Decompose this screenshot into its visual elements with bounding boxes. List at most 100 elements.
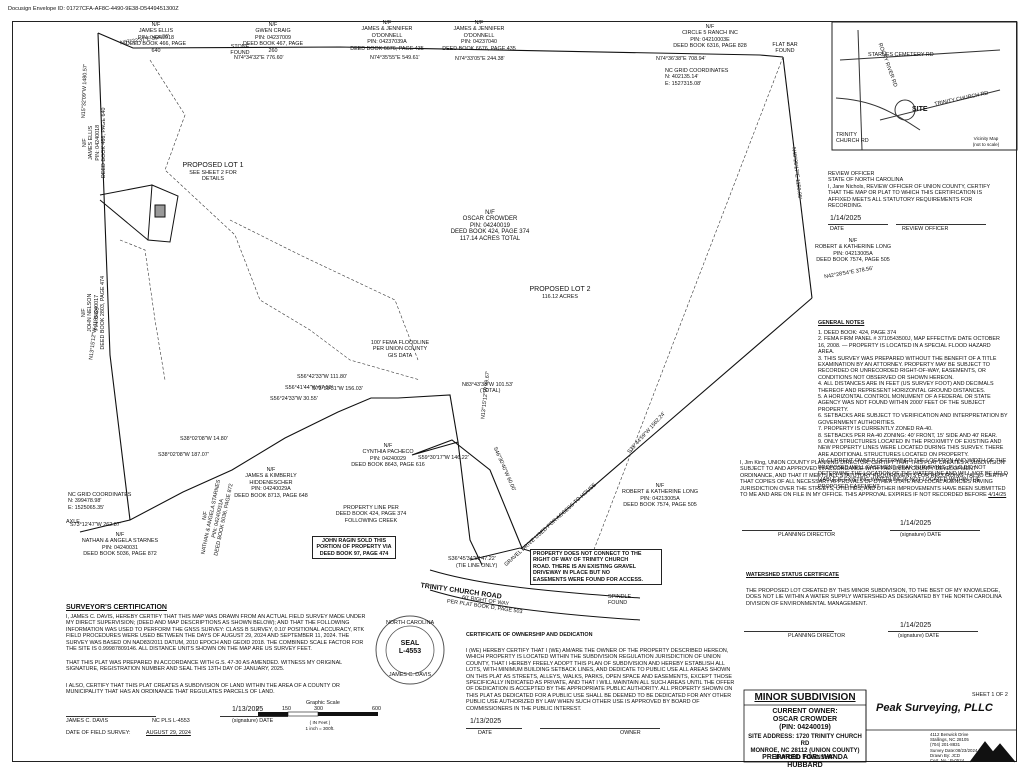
scale-caption: ( IN Feet ) 1 inch = 300ft. bbox=[305, 720, 335, 732]
vicinity-caption: Vicinity Map (not to scale) bbox=[972, 136, 1000, 148]
floodline bbox=[229, 219, 419, 361]
trinity-road-edge-1 bbox=[429, 569, 641, 599]
bearing-3: N74°35'55"E 549.61' bbox=[370, 55, 420, 61]
lot1-outline bbox=[147, 184, 179, 243]
boundary-north bbox=[97, 32, 784, 58]
ownership-title: CERTIFICATE OF OWNERSHIP AND DEDICATION bbox=[466, 632, 593, 638]
watershed-title: WATERSHED STATUS CERTIFICATE bbox=[746, 572, 840, 578]
vicinity-road-1: STARNES CEMETERY RD bbox=[868, 52, 934, 58]
proposed-lot1-label: PROPOSED LOT 1 bbox=[182, 162, 244, 169]
title-block-title: MINOR SUBDIVISION bbox=[754, 692, 856, 703]
general-note: 9. ONLY STRUCTURES LOCATED IN THE PROXIM… bbox=[818, 438, 1004, 458]
survey-date: Survey Date:08/23/2024 bbox=[930, 748, 978, 753]
bearing-2: N74°34'32"E 776.60' bbox=[234, 55, 284, 61]
stone-found-label: STONE FOUND bbox=[230, 44, 250, 57]
scale-tick-0: 0 bbox=[256, 706, 259, 712]
nc-grid-bottom: NC GRID COORDINATES N: 399478.98' E: 152… bbox=[68, 492, 132, 511]
general-note: 7. PROPERTY IS CURRENTLY ZONED RA-40. bbox=[818, 426, 933, 433]
review-officer-title: REVIEW OFFICER STATE OF NORTH CAROLINA bbox=[828, 171, 904, 184]
general-note: 2. FEMA FIRM PANEL # 3710543500J, MAP EF… bbox=[818, 336, 1000, 356]
adjoiner-long-top: N/F ROBERT & KATHERINE LONG PIN: 0421300… bbox=[814, 238, 892, 264]
ragin-note: JOHN RAGIN SOLD THIS PORTION OF PROPERTY… bbox=[312, 536, 396, 560]
bearing-14: S56°24'33"W 30.55' bbox=[270, 396, 318, 402]
surveyor-p2: THAT THIS PLAT WAS PREPARED IN ACCORDANC… bbox=[66, 660, 342, 673]
watershed-date: 1/14/2025 bbox=[900, 622, 932, 629]
general-note: 8. SETBACKS PER RA-40 ZONING: 40' FRONT,… bbox=[818, 432, 998, 439]
bearing-23: (TOTAL) bbox=[480, 388, 501, 394]
peak-logo-icon bbox=[969, 741, 1016, 763]
adjoiner-odonnell-2: N/F JAMES & JENNIFER O'DONNELL PIN: 0423… bbox=[442, 20, 516, 52]
title-prepared: PREPARED FOR: WANDA HUBBARD bbox=[762, 754, 848, 769]
title-owner: OSCAR CROWDER bbox=[772, 716, 838, 723]
title-address: SITE ADDRESS: 1720 TRINITY CHURCH RD MON… bbox=[748, 734, 862, 761]
planning-date-label: (signature) DATE bbox=[900, 532, 942, 538]
boundary-southeast bbox=[521, 297, 813, 549]
bearing-24: (TIE LINE ONLY) bbox=[456, 563, 498, 569]
planning-expiry: 4/14/25 bbox=[988, 492, 1007, 499]
review-officer-sign-label: REVIEW OFFICER bbox=[902, 226, 949, 232]
surveyor-license: NC PLS L-4553 bbox=[152, 718, 190, 724]
bearing-16: S38°02'08"W 187.07' bbox=[158, 452, 209, 458]
docusign-header: Docusign Envelope ID: 01727CFA-AF8C-4490… bbox=[8, 6, 179, 12]
lot2-acres-label: 116.12 ACRES bbox=[542, 294, 578, 300]
general-note: 1. DEED BOOK: 424, PAGE 374 bbox=[818, 330, 897, 336]
planning-body: I, Jim King, UNION COUNTY PLANNING DIREC… bbox=[740, 460, 1008, 499]
general-note: 6. SETBACKS ARE SUBJECT TO VERIFICATION … bbox=[818, 413, 1008, 426]
sheet-number: SHEET 1 OF 2 bbox=[972, 692, 1008, 698]
general-note: 10. CURRENT OWNER DETERMINED THE LOCATIO… bbox=[818, 458, 1008, 490]
watershed-date-label: (signature) DATE bbox=[898, 633, 940, 639]
bearing-13: S56°41'44"W 67.59' bbox=[285, 385, 333, 391]
adjoiner-odonnell-1: N/F JAMES & JENNIFER O'DONNELL PIN: 0423… bbox=[350, 20, 424, 52]
scale-tick-2: 300 bbox=[314, 706, 323, 712]
scale-tick-1: 150 bbox=[282, 706, 291, 712]
general-note: 3. THIS SURVEY WAS PREPARED WITHOUT THE … bbox=[818, 355, 997, 381]
title-owner-label: CURRENT OWNER: bbox=[772, 708, 838, 715]
review-officer-text: I, Jane Nichols, REVIEW OFFICER OF UNION… bbox=[828, 184, 991, 210]
review-officer-date-label: DATE bbox=[830, 226, 844, 232]
surveyor-name: JAMES C. DAVIS bbox=[66, 718, 109, 724]
adjoiner-long-bottom: N/F ROBERT & KATHERINE LONG PIN: 0421300… bbox=[621, 483, 699, 509]
adjoiner-craig: N/F GWEN CRAIG PIN: 04237009 DEED BOOK 4… bbox=[242, 22, 304, 54]
adjoiner-pacheco: N/F CYNTHIA PACHECO PIN: 04240029 DEED B… bbox=[351, 443, 425, 469]
general-note: 4. ALL DISTANCES ARE IN FEET (US SURVEY … bbox=[818, 381, 994, 394]
access-note: PROPERTY DOES NOT CONNECT TO THE RIGHT O… bbox=[530, 549, 662, 586]
vicinity-site: SITE bbox=[912, 106, 928, 113]
ownership-date-label: DATE bbox=[478, 730, 492, 736]
adjoiner-ellis-top: N/F JAMES ELLIS PIN: 04240018 DEED BOOK … bbox=[125, 22, 187, 54]
bearing-11: S73°59'31"W 156.03' bbox=[312, 386, 363, 392]
general-note: 5. A HORIZONTAL CONTROL MONUMENT OF A FE… bbox=[818, 394, 991, 413]
field-survey-date: AUGUST 29, 2024 bbox=[146, 730, 191, 736]
spindle-label: SPINDLE FOUND bbox=[608, 594, 632, 607]
surveyor-title: SURVEYOR'S CERTIFICATION bbox=[66, 604, 167, 611]
bearing-12: S56°42'33"W 111.80' bbox=[297, 374, 347, 380]
surveyor-date-label: (signature) DATE bbox=[232, 718, 274, 724]
company-name: Peak Surveying, PLLC bbox=[876, 702, 993, 714]
bearing-20: S59°30'17"W 146.22' bbox=[418, 455, 469, 461]
review-officer-date: 1/14/2025 bbox=[830, 215, 862, 222]
seal-bottom-text: JAMES C. DAVIS bbox=[388, 672, 432, 678]
scale-title: Graphic Scale bbox=[306, 700, 340, 706]
pacheco-lines bbox=[397, 394, 523, 549]
ownership-text: I (WE) HEREBY CERTIFY THAT I (WE) AM/ARE… bbox=[466, 648, 735, 712]
trinity-road-edge-2 bbox=[429, 589, 641, 621]
general-notes-title: GENERAL NOTES bbox=[818, 320, 865, 326]
surveyor-seal-outer bbox=[375, 615, 445, 685]
adjoiner-crowder: N/F OSCAR CROWDER PIN: 04240019 DEED BOO… bbox=[450, 210, 530, 242]
following-creek-label: PROPERTY LINE PER DEED BOOK 424, PAGE 37… bbox=[335, 505, 407, 524]
creek-line bbox=[149, 59, 421, 381]
field-survey-label: DATE OF FIELD SURVEY: bbox=[66, 730, 131, 736]
floodline-label: 100' FEMA FLOODLINE PER UNION COUNTY GIS… bbox=[370, 340, 430, 359]
seal-mid-text: SEAL L-4553 bbox=[398, 640, 422, 655]
axle-label: AXLE bbox=[66, 519, 80, 525]
vicinity-road-3: TRINITY CHURCH RD bbox=[836, 132, 869, 145]
scale-tick-3: 600 bbox=[372, 706, 381, 712]
planning-date: 1/14/2025 bbox=[900, 520, 932, 527]
boundary-south bbox=[79, 397, 398, 533]
watershed-sign-label: PLANNING DIRECTOR bbox=[788, 633, 846, 639]
general-notes-list: 1. DEED BOOK: 424, PAGE 374 2. FEMA FIRM… bbox=[818, 330, 1008, 490]
surveyor-p1: I, JAMES C. DAVIS, HEREBY CERTIFY THAT T… bbox=[66, 614, 366, 653]
bearing-17: S73°12'47"W 262.87' bbox=[70, 522, 121, 528]
proposed-lot2-label: PROPOSED LOT 2 bbox=[529, 286, 591, 293]
adjoiner-starnes-1: N/F NATHAN & ANGELA STARNES PIN: 0424003… bbox=[81, 532, 159, 558]
